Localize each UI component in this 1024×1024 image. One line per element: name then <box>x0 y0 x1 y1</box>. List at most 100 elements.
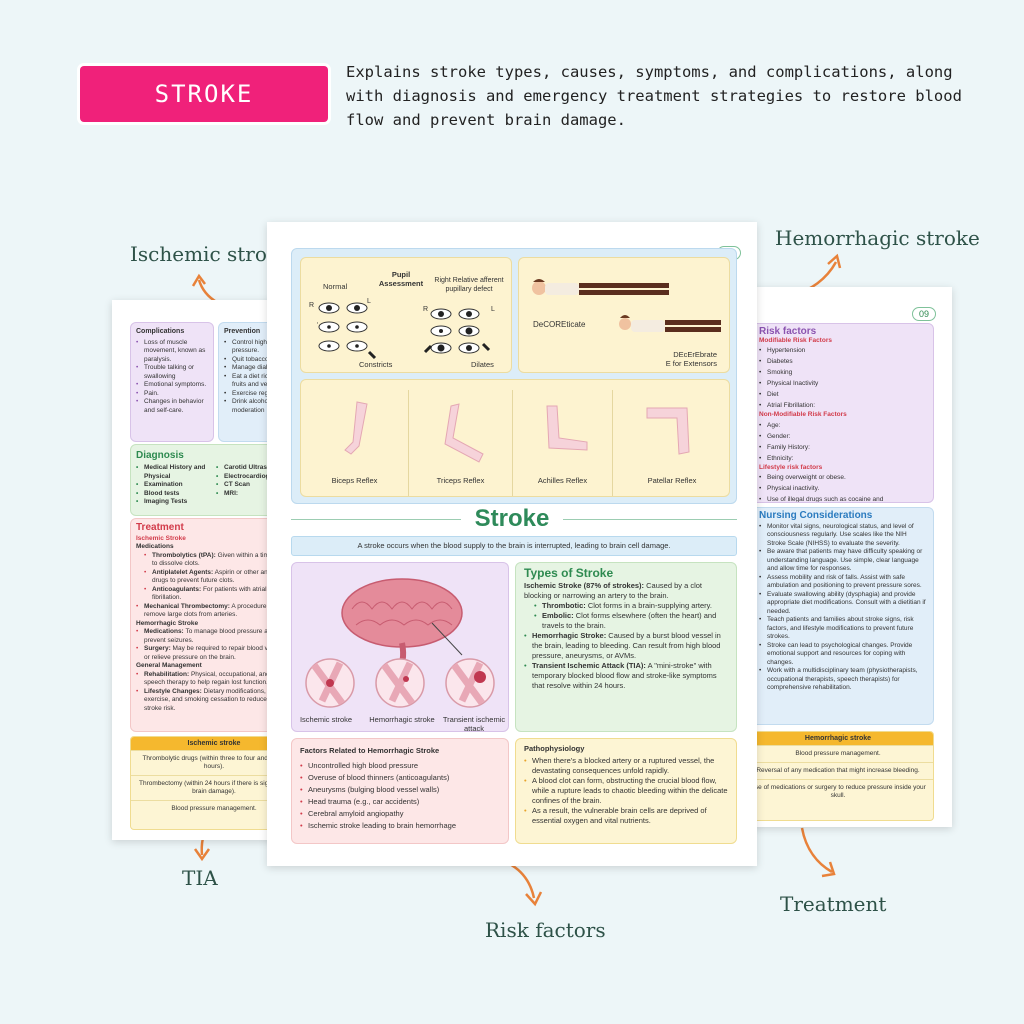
types-of-stroke-box: Types of Stroke Ischemic Stroke (87% of … <box>515 562 737 732</box>
ischemic-type: Ischemic Stroke (87% of strokes): Caused… <box>524 581 703 600</box>
brain-label: Transient ischemic attack <box>442 715 506 732</box>
leg-patellar-icon <box>646 407 690 455</box>
list-item: Being overweight or obese. <box>759 472 927 483</box>
list-item: Aneurysms (bulging blood vessel walls) <box>300 784 500 796</box>
other-types: Hemorrhagic Stroke: Caused by a burst bl… <box>524 631 728 691</box>
list-item: Diabetes <box>759 356 927 367</box>
list-item: Trouble talking or swallowing <box>136 364 208 381</box>
reflex-label: Patellar Reflex <box>647 476 697 485</box>
treatment-title: Treatment <box>136 522 184 533</box>
reflex-label: Achilles Reflex <box>537 476 588 485</box>
assessment-panel: Pupil Assessment Normal Right Relative a… <box>291 248 737 504</box>
lifestyle-list: Being overweight or obese. Physical inac… <box>759 472 927 502</box>
list-item: Thrombotic: Clot forms in a brain-supply… <box>534 601 728 611</box>
left-eye-label: L <box>367 298 371 305</box>
list-item: Pain. <box>136 390 208 399</box>
reflex-label: Triceps Reflex <box>436 476 485 485</box>
modifiable-list: Hypertension Diabetes Smoking Physical I… <box>759 345 927 411</box>
nursing-box: Nursing Considerations Monitor vital sig… <box>752 507 934 725</box>
nursing-title: Nursing Considerations <box>759 510 873 521</box>
patho-title: Pathophysiology <box>524 744 585 753</box>
list-item: Work with a multidisciplinary team (phys… <box>759 667 927 693</box>
table-row: Reversal of any medication that might in… <box>752 762 933 779</box>
list-item: Embolic: Clot forms elsewhere (often the… <box>534 611 728 631</box>
list-item: Family History: <box>759 442 927 453</box>
list-item: Rehabilitation: Physical, occupational, … <box>136 671 278 688</box>
table-row: Thrombolytic drugs (within three to four… <box>131 750 278 775</box>
list-item: MRI: <box>216 490 278 499</box>
list-item: Monitor vital signs, neurological status… <box>759 523 927 549</box>
list-item: Control high blood pressure. <box>224 339 278 356</box>
types-title: Types of Stroke <box>524 566 614 580</box>
pupil-assessment: Pupil Assessment Normal Right Relative a… <box>300 257 512 373</box>
list-item: Physical Inactivity <box>759 378 927 389</box>
arm-biceps-icon <box>344 401 368 455</box>
list-item: CT Scan <box>216 481 278 490</box>
brain-illustration-panel: Ischemic stroke Hemorrhagic stroke Trans… <box>291 562 509 732</box>
list-item: Electrocardiogram <box>216 473 278 482</box>
treatment-box: Treatment Ischemic Stroke Medications Th… <box>130 518 278 732</box>
list-item: Drink alcohol in moderation <box>224 398 278 415</box>
table-row: Use of medications or surgery to reduce … <box>752 779 933 804</box>
banner-title: STROKE <box>154 80 254 108</box>
callout-tia: TIA <box>182 866 218 890</box>
list-item: Medical History and Physical <box>136 464 216 481</box>
list-item: A blood clot can form, obstructing the c… <box>524 776 728 806</box>
vessels-icon <box>305 658 495 708</box>
thrombectomy-list: Mechanical Thrombectomy: A procedure to … <box>136 603 278 620</box>
treatment-hemorrhagic-heading: Hemorrhagic Stroke <box>136 619 199 627</box>
list-item: Teach patients and families about stroke… <box>759 616 927 642</box>
list-item: Ischemic stroke leading to brain hemorrh… <box>300 820 500 832</box>
list-item: Surgery: May be required to repair blood… <box>136 645 278 662</box>
constricts-label: Constricts <box>359 360 393 369</box>
callout-treatment: Treatment <box>780 892 887 916</box>
risk-title: Risk factors <box>759 326 817 337</box>
list-item: Examination <box>136 481 216 490</box>
treatment-ischemic-heading: Ischemic Stroke <box>136 534 186 542</box>
list-item: Carotid Ultrasound <box>216 464 278 473</box>
page-center: 08 Pupil Assessment Normal Right Relativ… <box>267 222 757 866</box>
nursing-list: Monitor vital signs, neurological status… <box>759 523 927 693</box>
list-item: Changes in behavior and self-care. <box>136 398 208 415</box>
table-row: Blood pressure management. <box>752 745 933 762</box>
posturing-panel: DeCOREticate DEcErEbrate E for Extensors <box>518 257 730 373</box>
list-item: Transient Ischemic Attack (TIA): A "mini… <box>524 661 728 691</box>
intro-text: Explains stroke types, causes, symptoms,… <box>346 63 962 129</box>
decerebrate-label: DEcErEbrate E for Extensors <box>665 350 717 368</box>
arrow-treatment-icon <box>800 827 836 878</box>
list-item: Ethnicity: <box>759 453 927 464</box>
brain-icon <box>341 578 463 676</box>
page-left: Complications Loss of muscle movement, k… <box>112 300 278 840</box>
callout-hemorrhagic: Hemorrhagic stroke <box>775 226 980 250</box>
list-item: Cerebral amyloid angiopathy <box>300 808 500 820</box>
right-eye-label: R <box>309 302 315 309</box>
medications-list: Thrombolytics (tPA): Given within a time… <box>136 552 278 603</box>
list-item: Hemorrhagic Stroke: Caused by a burst bl… <box>524 631 728 661</box>
prevention-title: Prevention <box>224 328 261 335</box>
list-item: Diet <box>759 389 927 400</box>
list-item: Head trauma (e.g., car accidents) <box>300 796 500 808</box>
pathophysiology-box: Pathophysiology When there's a blocked a… <box>515 738 737 844</box>
list-item: Mechanical Thrombectomy: A procedure to … <box>136 603 278 620</box>
pupil-title: Pupil Assessment <box>378 270 424 288</box>
page-right: 09 Risk factors Modifiable Risk Factors … <box>752 287 952 827</box>
diagnosis-col2: Carotid Ultrasound Electrocardiogram CT … <box>216 464 278 507</box>
non-modifiable-heading: Non-Modifiable Risk Factors <box>759 411 847 418</box>
complications-list: Loss of muscle movement, known as paraly… <box>136 339 208 416</box>
diagnosis-box: Diagnosis Medical History and Physical E… <box>130 444 278 516</box>
eyes-icon <box>317 302 491 360</box>
list-item: Emotional symptoms. <box>136 381 208 390</box>
reflex-label: Biceps Reflex <box>331 476 378 485</box>
ischemic-table: Ischemic stroke Thrombolytic drugs (with… <box>130 736 278 830</box>
stroke-definition: A stroke occurs when the blood supply to… <box>291 536 737 556</box>
list-item: When there's a blocked artery or a ruptu… <box>524 756 728 776</box>
reflex-patellar: Patellar Reflex <box>613 390 729 496</box>
complications-title: Complications <box>136 328 185 335</box>
callout-risk: Risk factors <box>485 918 606 942</box>
list-item: Blood tests <box>136 490 216 499</box>
factors-box: Factors Related to Hemorrhagic Stroke Un… <box>291 738 509 844</box>
list-item: Assess mobility and risk of falls. Assis… <box>759 574 927 591</box>
reflex-biceps: Biceps Reflex <box>301 390 409 496</box>
list-item: Loss of muscle movement, known as paraly… <box>136 339 208 365</box>
hemorrhagic-table: Hemorrhagic stroke Blood pressure manage… <box>752 731 934 821</box>
